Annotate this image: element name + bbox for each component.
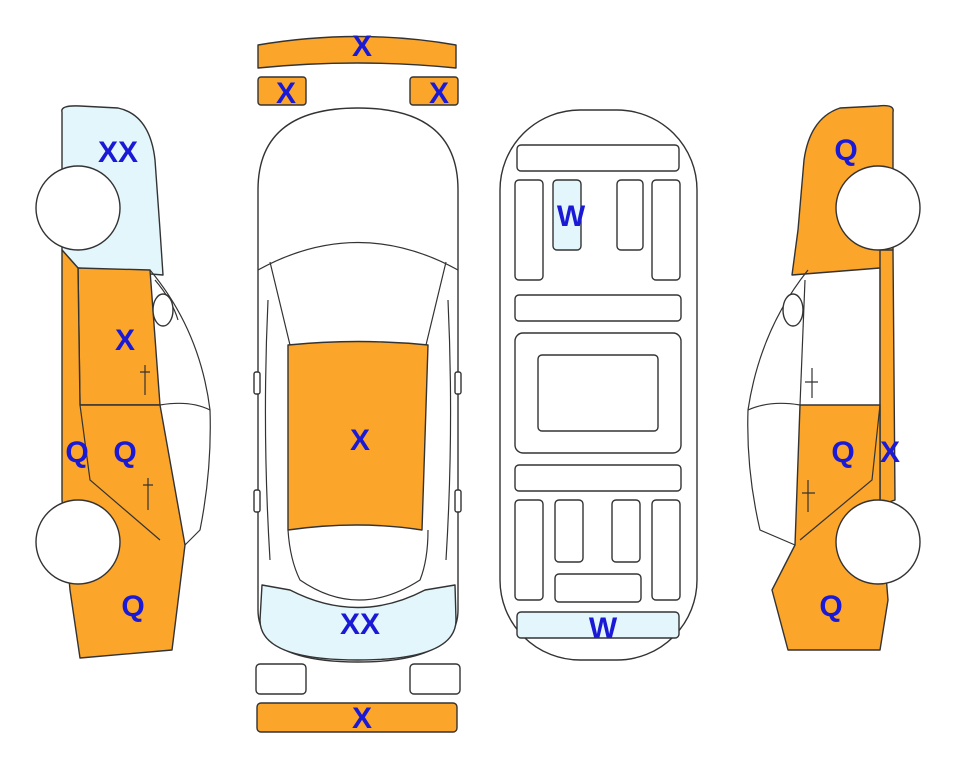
right-quarter-label: Q	[819, 590, 842, 623]
floor-side-member-panel[interactable]	[552, 179, 582, 251]
right-side-view: Q Q X Q	[747, 104, 921, 651]
underbody-view: W W	[499, 109, 698, 661]
left-fender-label: XX	[98, 136, 138, 169]
front-bumper-label: X	[352, 30, 372, 63]
right-fender-label: Q	[834, 134, 857, 167]
left-quarter-label: Q	[121, 590, 144, 623]
rear-bumper-panel[interactable]	[256, 702, 458, 733]
roof-label: X	[350, 424, 370, 457]
left-rear-door-label: Q	[113, 436, 136, 469]
left-sill-label: Q	[65, 436, 88, 469]
rear-bumper-label: X	[352, 702, 372, 735]
top-view: X X X X XX X	[253, 30, 462, 735]
front-right-lamp-label: X	[429, 77, 449, 110]
right-rear-wheel	[835, 499, 921, 585]
rear-panel[interactable]	[259, 584, 457, 661]
left-side-view: XX X Q Q Q	[35, 105, 211, 659]
front-right-lamp-panel[interactable]	[409, 76, 459, 106]
left-rear-wheel	[35, 499, 121, 585]
right-lower-body-panel[interactable]	[771, 404, 889, 651]
floor-rear-panel[interactable]	[516, 611, 680, 639]
front-left-lamp-panel[interactable]	[257, 76, 307, 106]
rear-panel-label: XX	[340, 608, 380, 641]
left-front-wheel	[35, 165, 121, 251]
front-bumper-panel[interactable]	[257, 35, 457, 69]
floor-rear-label: W	[589, 612, 618, 645]
right-front-wheel	[835, 165, 921, 251]
roof-panel[interactable]	[287, 340, 429, 531]
front-left-lamp-label: X	[276, 77, 296, 110]
right-sill-label: X	[880, 436, 900, 469]
right-front-door-label: Q	[831, 436, 854, 469]
left-front-door-label: X	[115, 324, 135, 357]
floor-side-member-label: W	[557, 200, 586, 233]
